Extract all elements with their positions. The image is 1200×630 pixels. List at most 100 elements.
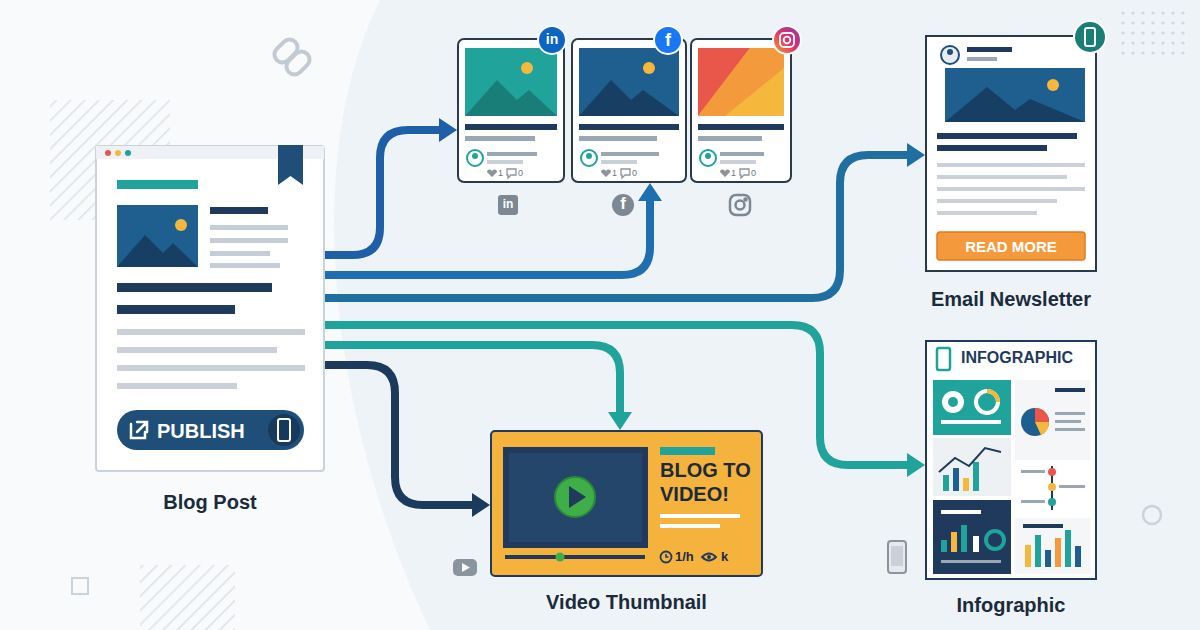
blog-post-card-shape-part [210,225,288,230]
infographic-card-shape-part [933,438,1011,496]
arrow-head [608,412,632,430]
facebook-card: f10 [571,38,687,183]
video-thumbnail-card-shape-part [660,447,715,455]
infographic-card-shape-part [941,420,1001,424]
ground-part [72,578,88,594]
infographic-card: INFOGRAPHICInfographic [925,340,1097,580]
email-newsletter-card-shape-part [937,163,1085,167]
instagram-icon-part [736,201,745,210]
instagram-card-shape-part [773,26,801,54]
infographic-card-shape-part [1035,535,1041,567]
instagram-card-shape [690,38,792,183]
flow-line [325,155,909,298]
blog-post-card-shape-part [117,305,235,314]
logo-text: f [654,29,682,51]
instagram-card-shape-part [784,37,791,44]
link-icon-part [283,48,313,78]
blog-post-card: Blog PostPUBLISH [95,145,325,472]
instagram-card-shape-part [740,169,749,178]
infographic-card-shape-part [1075,546,1081,567]
linkedin-card: in10 [457,38,565,183]
flow-arrow [325,345,632,430]
blog-post-card-shape-part [117,383,237,389]
email-newsletter-card-shape-part [937,175,1067,179]
instagram-card-shape-part [698,124,784,130]
flow-line [325,365,474,505]
infographic-card-shape-part [973,462,979,491]
circle-icon [1143,506,1161,524]
linkedin-card-shape-part [507,169,516,178]
infographic-card-shape-part [1035,422,1049,435]
duration-text: 1/h [675,549,699,565]
thumbnail-title: BLOG TO VIDEO! [660,458,760,506]
arrow-head [907,453,925,477]
linkedin-card-shape-part [487,160,523,164]
publish-button-shape-part [117,410,304,450]
flow-line [325,130,441,255]
phone-icon-part [888,541,906,573]
infographic-card-shape-part [1048,498,1056,506]
instagram-icon-part [730,195,750,215]
infographic-card-shape-part [953,468,959,491]
infographic-card-shape-part [1055,420,1081,423]
blog-post-card-shape-part [210,207,268,214]
infographic-card-shape-part [1048,483,1056,491]
video-thumbnail-card-shape-part [666,554,669,557]
read-more-button: READ MORE [937,232,1085,260]
node-label: Email Newsletter [901,287,1121,311]
linkedin-card-shape-part [538,26,566,54]
like-count: 1 [731,168,739,179]
infographic-card-shape-part [1015,518,1091,574]
card-heading: INFOGRAPHIC [961,348,1091,367]
video-thumbnail-card-shape-part [569,486,586,508]
instagram-card-shape-part [705,153,711,159]
facebook-card-shape-part [654,26,682,54]
video-thumbnail-card: BLOG TO VIDEO!1/hkVideo Thumbnail [490,430,763,577]
blog-post-card-shape-part [117,347,277,353]
flow-arrow [325,365,490,517]
email-newsletter-card-shape-part [945,68,1085,122]
linkedin-card-shape-part [487,170,497,178]
infographic-card-shape-part [942,391,964,413]
infographic-card-shape [925,340,1097,580]
arrow-head [907,143,925,167]
facebook-icon [612,194,634,216]
instagram-card-shape-part [780,33,794,47]
facebook-card-shape-part [621,169,630,178]
linkedin-card-shape-part [487,152,537,156]
email-newsletter-card-shape-part [1085,28,1095,46]
email-newsletter-card-shape-part [1074,21,1106,53]
infographic-card-shape-part [986,531,1004,549]
email-newsletter-card-shape-part [937,211,1037,215]
youtube-icon [453,559,477,576]
infographic-card-shape-part [1015,462,1091,514]
logo-text: in [538,31,566,48]
blog-post-card-shape-part [278,145,303,185]
infographic-card-shape-part [1055,428,1085,431]
linkedin-card-shape-part [521,62,533,74]
facebook-logo-text: f [613,194,633,214]
flow-arrow [325,118,457,255]
facebook-card-shape-part [579,124,679,130]
infographic-card-shape-part [976,391,998,413]
infographic-card-shape-part [1023,524,1063,528]
blog-post-card-shape-part [115,150,121,156]
infographic-card-shape-part [973,536,979,552]
circle-icon-part [1143,506,1161,524]
views-text: k [721,549,735,565]
arrow-head [472,493,490,517]
infographic-card-shape-part [941,540,947,552]
blog-post-card-shape-part [125,150,131,156]
email-newsletter-card: Email NewsletterREAD MORE [925,35,1097,272]
blog-post-card-shape-part [117,205,198,267]
publish-button-shape-part [278,419,290,441]
email-newsletter-card-shape-part [926,36,1096,271]
blog-post-card-shape-part [117,329,305,335]
publish-button-shape-part [131,422,147,438]
button-text: PUBLISH [157,419,267,443]
facebook-card-shape-part [579,136,657,141]
node-label: Video Thumbnail [470,590,783,614]
comment-count: 0 [518,168,526,179]
